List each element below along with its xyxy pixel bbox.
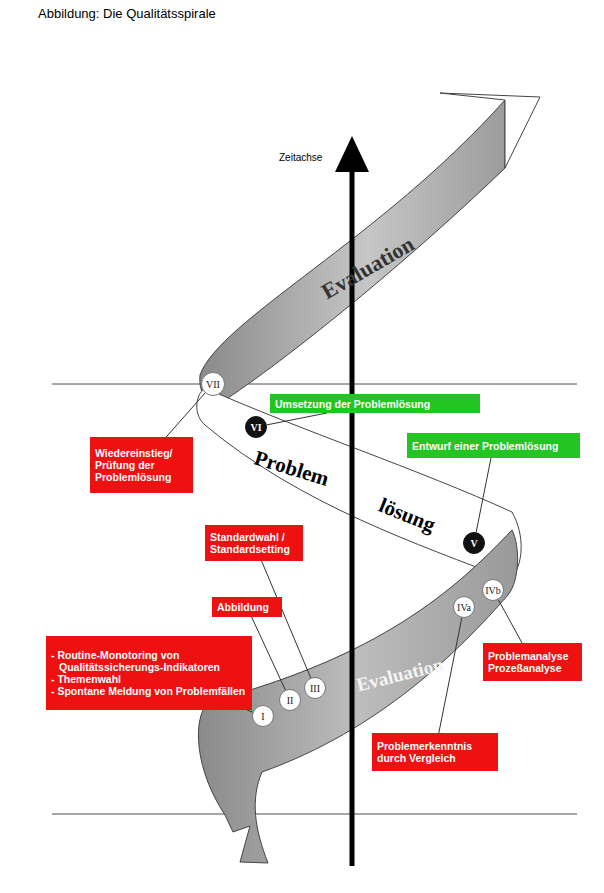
callout-text: - Themenwahl xyxy=(51,673,247,685)
callout-text: Problemanalyse Prozeßanalyse xyxy=(488,650,577,674)
callout-text: Wiedereinstieg/ Prüfung der Problemlösun… xyxy=(95,447,188,483)
step-circle: VII xyxy=(201,372,225,396)
callout-box: - Routine-Monotoring von Qualitätssicher… xyxy=(46,636,252,710)
spiral-band-label: Evaluation xyxy=(344,650,457,700)
band-text: lösung xyxy=(375,493,438,538)
callout-number: III xyxy=(310,683,320,694)
leader-line xyxy=(166,393,205,437)
leader-line xyxy=(252,617,286,690)
callout-box: Standardwahl / Standardsetting xyxy=(205,525,303,561)
spiral-band-label: Evaluation xyxy=(299,219,436,317)
callout-number: IVa xyxy=(457,602,471,613)
callout-text: Abbildung xyxy=(217,601,277,613)
callout-number: IVb xyxy=(485,585,501,596)
step-circle: II xyxy=(279,689,301,711)
callout-text: - Routine-Monotoring von Qualitätssicher… xyxy=(51,649,247,673)
callout-text: Umsetzung der Problemlösung xyxy=(275,398,475,410)
callout-number: VI xyxy=(250,422,261,433)
step-circle: VI xyxy=(245,416,267,438)
figure-title: Abbildung: Die Qualitätsspirale xyxy=(38,6,216,21)
leader-line xyxy=(476,458,491,532)
band-text: Evaluation xyxy=(354,654,445,697)
callout-text: Problemerkenntnis durch Vergleich xyxy=(377,740,493,764)
axis-arrowhead xyxy=(335,136,369,172)
step-circle: I xyxy=(252,705,274,727)
step-circle: V xyxy=(463,532,485,554)
leader-line xyxy=(498,600,522,643)
callout-number: V xyxy=(470,538,477,549)
ribbon-end xyxy=(440,93,540,168)
axis-label: Zeitachse xyxy=(279,152,322,163)
callout-text: Entwurf einer Problemlösung xyxy=(412,440,575,452)
spiral-band xyxy=(197,388,521,580)
step-circle: IVa xyxy=(453,596,475,618)
callout-number: I xyxy=(261,711,264,722)
callout-number: VII xyxy=(206,379,220,390)
band-text: Problem xyxy=(251,446,332,492)
callout-box: Umsetzung der Problemlösung xyxy=(270,394,480,413)
callout-box: Abbildung xyxy=(212,597,282,617)
leader-line xyxy=(267,413,327,425)
callout-text: Standardwahl / Standardsetting xyxy=(210,531,298,555)
leader-line xyxy=(262,561,311,678)
band-text: Evaluation xyxy=(317,231,419,305)
callout-number: II xyxy=(287,695,294,706)
callout-box: Wiedereinstieg/ Prüfung der Problemlösun… xyxy=(90,437,193,493)
step-circle: IVb xyxy=(482,579,504,601)
step-circle: III xyxy=(304,677,326,699)
callout-box: Entwurf einer Problemlösung xyxy=(407,433,580,458)
callout-box: Problemanalyse Prozeßanalyse xyxy=(483,643,582,681)
boundary-line xyxy=(52,384,577,385)
callout-box: Problemerkenntnis durch Vergleich xyxy=(372,733,498,771)
callout-text: - Spontane Meldung von Problemfällen xyxy=(51,685,247,697)
boundary-line xyxy=(52,814,577,815)
